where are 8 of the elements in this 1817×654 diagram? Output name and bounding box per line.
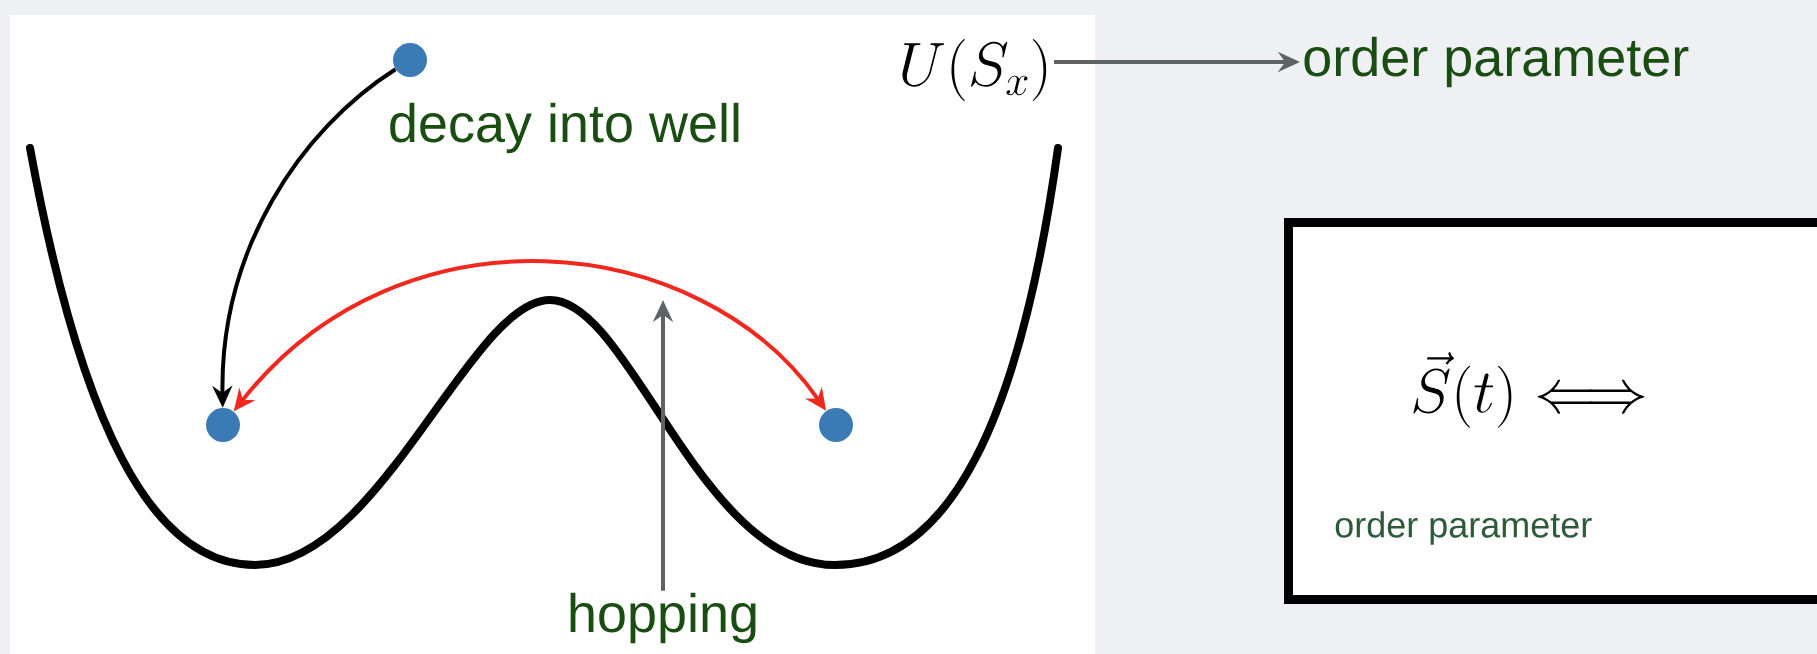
- formula-box: $\vec{S}(t) \Longleftrightarrow$ order parameter: [1284, 218, 1817, 604]
- ball: [393, 43, 427, 77]
- potential-formula: $U(S_x)$: [902, 39, 1047, 101]
- arrow-label: order parameter: [1304, 36, 1689, 88]
- ball: [819, 408, 853, 442]
- ball: [206, 408, 240, 442]
- edge-label: decay into well: [385, 100, 745, 156]
- arrow-label: hopping: [570, 592, 756, 644]
